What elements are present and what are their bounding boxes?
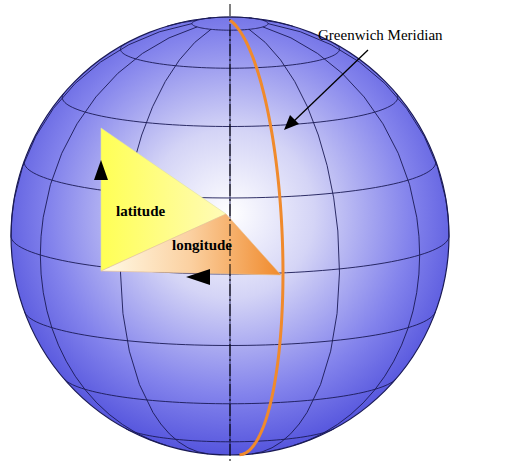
latitude-label: latitude bbox=[116, 203, 165, 220]
leader-line bbox=[294, 50, 368, 121]
polar-axis bbox=[230, 4, 231, 463]
longitude-label: longitude bbox=[172, 237, 232, 254]
leader-arrowhead bbox=[284, 115, 299, 130]
longitude-arrowhead bbox=[186, 269, 210, 285]
grid-line bbox=[263, 27, 420, 446]
grid-line bbox=[167, 20, 197, 26]
longitude-triangle bbox=[101, 214, 281, 275]
latitude-arrowhead bbox=[94, 160, 108, 180]
greenwich-meridian-line bbox=[230, 20, 283, 454]
grid-line bbox=[268, 24, 449, 236]
grid-line bbox=[263, 20, 293, 26]
meridian-label: Greenwich Meridian bbox=[318, 27, 443, 44]
